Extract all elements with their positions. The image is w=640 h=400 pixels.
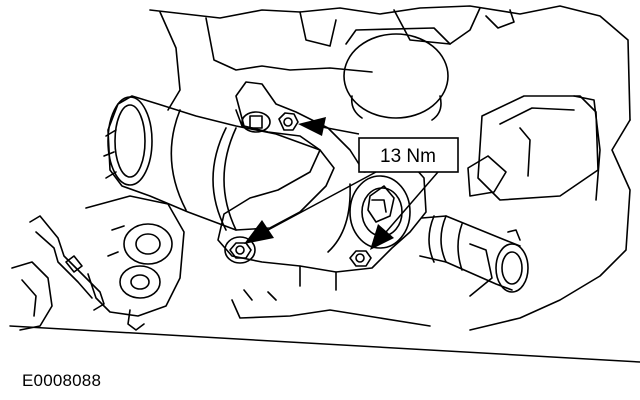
bolt-boss-upper — [241, 111, 271, 133]
round-opening — [343, 27, 451, 121]
leader-arrow-lower-right — [370, 171, 439, 250]
right-component — [467, 95, 599, 201]
sensor-connector — [11, 215, 105, 331]
figure-id-label: E0008088 — [22, 371, 102, 390]
torque-callout: 13 Nm — [358, 137, 459, 173]
section-boundary-line — [9, 325, 640, 363]
upper-hose-pipe — [103, 95, 335, 231]
leader-arrow-lower-left — [244, 171, 377, 244]
bolt-lower-left — [224, 236, 256, 264]
outlet-pipe — [419, 215, 529, 293]
torque-callout-box — [358, 137, 459, 173]
torque-callout-label: 13 Nm — [380, 146, 436, 167]
bolt-upper-right — [278, 112, 299, 131]
bolt-lower-right — [349, 250, 372, 267]
left-bracket — [85, 195, 185, 331]
leader-arrow-upper — [298, 117, 360, 136]
